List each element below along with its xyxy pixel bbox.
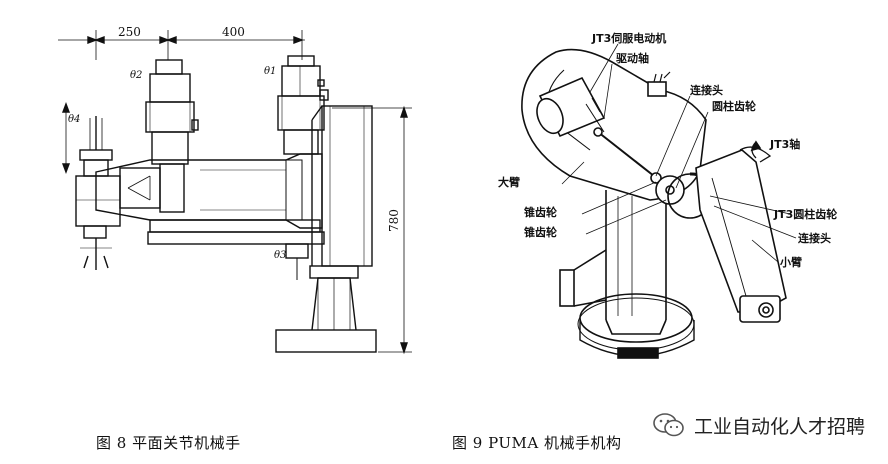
label-bevel-gear-1: 锥齿轮 (524, 205, 557, 219)
theta-4-label: θ4 (68, 114, 80, 125)
figure8-caption: 图 8 平面关节机械手 (96, 434, 241, 452)
figure9-drawing (521, 48, 787, 359)
label-drive-shaft: 驱动轴 (616, 51, 649, 65)
label-bevel-gear-2: 锥齿轮 (524, 225, 557, 239)
figure9-caption: 图 9 PUMA 机械手机构 (452, 434, 622, 452)
figure9-leaders (561, 43, 797, 263)
label-connector-bottom: 连接头 (798, 231, 831, 245)
theta-3-label: θ3 (274, 250, 286, 261)
watermark-text: 工业自动化人才招聘 (694, 415, 866, 438)
figure8-drawing (58, 30, 412, 355)
label-big-arm: 大臂 (498, 175, 520, 189)
dim-400: 400 (222, 25, 245, 39)
theta-1-label: θ1 (264, 66, 276, 77)
label-small-arm: 小臂 (779, 255, 802, 269)
dim-250: 250 (118, 25, 141, 39)
dim-780: 780 (387, 209, 401, 232)
watermark: 工业自动化人才招聘 (652, 411, 865, 439)
label-jt3-axis: JT3轴 (769, 137, 800, 151)
label-connector-top: 连接头 (690, 83, 723, 97)
theta-2-label: θ2 (130, 70, 142, 81)
label-jt3-servo: JT3伺服电动机 (591, 31, 666, 45)
label-jt3-cyl-gear: JT3圆柱齿轮 (773, 207, 837, 221)
wechat-icon (653, 413, 684, 437)
label-cyl-gear-top: 圆柱齿轮 (712, 99, 756, 113)
